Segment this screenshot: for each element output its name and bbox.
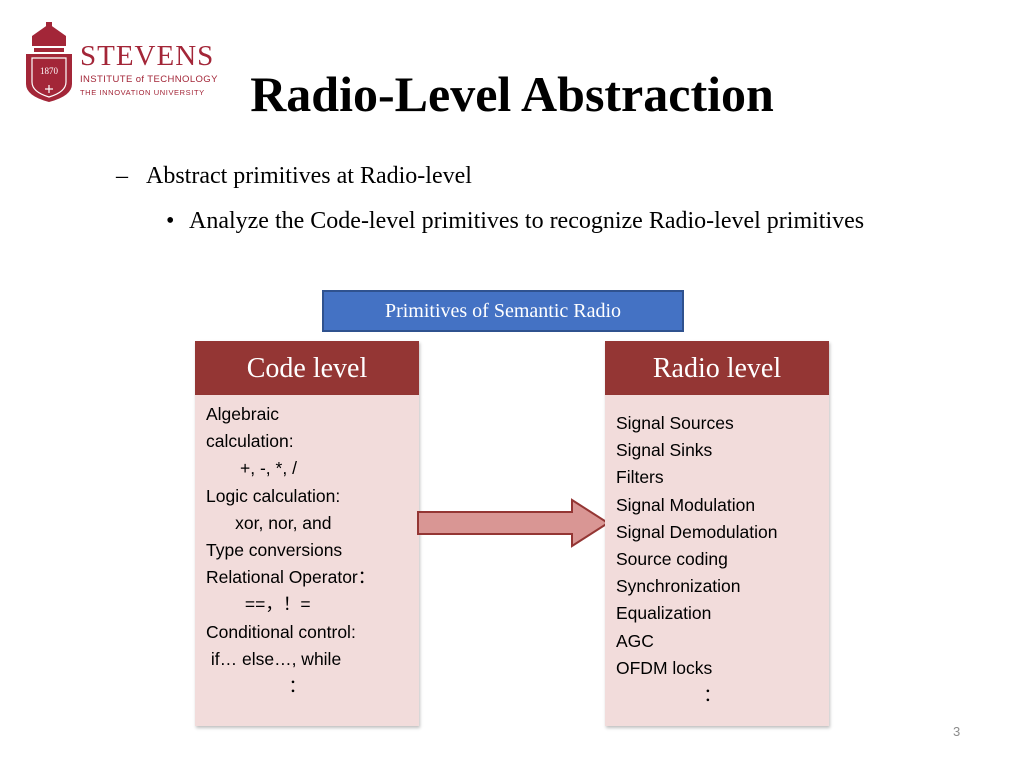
logo-tagline: THE INNOVATION UNIVERSITY bbox=[80, 88, 205, 97]
dash-marker: – bbox=[116, 163, 128, 189]
list-item: Logic calculation: bbox=[206, 485, 341, 506]
list-item: AGC bbox=[616, 630, 654, 651]
logo-subtitle: INSTITUTE of TECHNOLOGY bbox=[80, 74, 218, 85]
logo-wordmark: STEVENS bbox=[80, 40, 215, 72]
list-item: Type conversions bbox=[206, 540, 343, 561]
list-item: +, -, *, / bbox=[206, 458, 297, 479]
list-item: Synchronization bbox=[616, 576, 741, 597]
right-arrow-icon bbox=[417, 498, 610, 548]
bullet-level1-text: Abstract primitives at Radio-level bbox=[146, 163, 472, 189]
slide-title: Radio-Level Abstraction bbox=[250, 66, 774, 122]
stevens-logo: 1870 STEVENS INSTITUTE of TECHNOLOGY THE… bbox=[22, 22, 222, 106]
radio-level-header: Radio level bbox=[605, 341, 829, 395]
list-item: Signal Sources bbox=[616, 413, 734, 433]
list-item: Conditional control: bbox=[206, 621, 356, 642]
list-item: Source coding bbox=[616, 549, 728, 570]
list-item: Signal Demodulation bbox=[616, 521, 778, 542]
bullet-level2: • Analyze the Code-level primitives to r… bbox=[166, 204, 886, 238]
seal-year: 1870 bbox=[40, 66, 59, 76]
list-item: ==，！= bbox=[206, 594, 311, 615]
list-item: Algebraic bbox=[206, 404, 279, 424]
radio-level-list: Signal Sources Signal Sinks Filters Sign… bbox=[605, 395, 829, 726]
bullet-marker: • bbox=[166, 208, 175, 234]
code-level-list: Algebraic calculation: +, -, *, / Logic … bbox=[195, 395, 419, 726]
code-level-column: Code level Algebraic calculation: +, -, … bbox=[195, 341, 419, 726]
list-item: Relational Operator： bbox=[206, 567, 376, 588]
list-item: xor, nor, and bbox=[206, 512, 332, 533]
page-number: 3 bbox=[953, 724, 961, 739]
list-item: if… else…, while bbox=[206, 648, 342, 669]
primitives-header-box: Primitives of Semantic Radio bbox=[322, 290, 684, 332]
list-item: ： bbox=[206, 676, 307, 697]
list-item: Equalization bbox=[616, 603, 712, 624]
list-item: Filters bbox=[616, 467, 664, 488]
list-item: OFDM locks bbox=[616, 657, 713, 678]
stevens-seal-icon: 1870 bbox=[26, 22, 72, 102]
list-item: Signal Modulation bbox=[616, 494, 756, 515]
bullet-level2-text: Analyze the Code-level primitives to rec… bbox=[189, 208, 865, 234]
list-item: Signal Sinks bbox=[616, 440, 713, 461]
radio-level-column: Radio level Signal Sources Signal Sinks … bbox=[605, 341, 829, 726]
code-level-header: Code level bbox=[195, 341, 419, 395]
list-item: calculation: bbox=[206, 431, 294, 452]
list-item: ： bbox=[616, 685, 722, 706]
